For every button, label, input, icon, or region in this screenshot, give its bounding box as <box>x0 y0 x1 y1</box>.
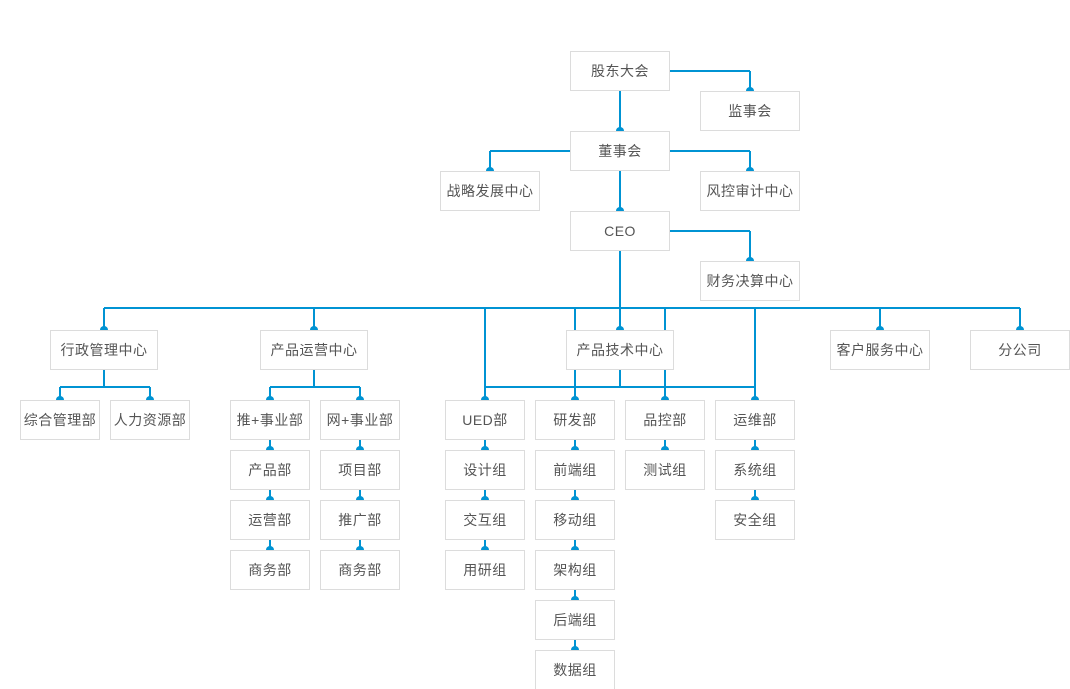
org-node-hr[interactable]: 人力资源部 <box>110 400 190 440</box>
org-node-label-qa: 品控部 <box>643 412 687 428</box>
org-node-label-risk-audit: 风控审计中心 <box>706 183 794 199</box>
org-node-wang-bu[interactable]: 网+事业部 <box>320 400 400 440</box>
org-node-tui-bu[interactable]: 推+事业部 <box>230 400 310 440</box>
org-node-wang-promote[interactable]: 推广部 <box>320 500 400 540</box>
org-node-label-ops-system: 系统组 <box>733 462 777 478</box>
org-node-label-wang-biz: 商务部 <box>338 562 382 578</box>
org-node-strategy[interactable]: 战略发展中心 <box>440 171 540 211</box>
org-node-label-ops-security: 安全组 <box>733 512 777 528</box>
org-node-general-admin[interactable]: 综合管理部 <box>20 400 100 440</box>
org-node-label-tui-biz: 商务部 <box>248 562 292 578</box>
org-node-label-strategy: 战略发展中心 <box>446 183 534 199</box>
org-node-label-wang-promote: 推广部 <box>338 512 382 528</box>
org-node-label-hr: 人力资源部 <box>113 412 187 428</box>
org-node-label-tui-bu: 推+事业部 <box>236 412 304 428</box>
org-node-rd-arch[interactable]: 架构组 <box>535 550 615 590</box>
org-node-label-rd: 研发部 <box>553 412 597 428</box>
org-node-rd[interactable]: 研发部 <box>535 400 615 440</box>
org-node-label-prodops-center: 产品运营中心 <box>270 342 358 358</box>
org-node-label-wang-project: 项目部 <box>338 462 382 478</box>
org-node-ops-system[interactable]: 系统组 <box>715 450 795 490</box>
org-node-rd-backend[interactable]: 后端组 <box>535 600 615 640</box>
org-node-label-ued-research: 用研组 <box>463 562 507 578</box>
org-node-tui-biz[interactable]: 商务部 <box>230 550 310 590</box>
org-node-label-tui-ops: 运营部 <box>248 512 292 528</box>
org-node-label-qa-test: 测试组 <box>643 462 687 478</box>
org-node-risk-audit[interactable]: 风控审计中心 <box>700 171 800 211</box>
org-node-wang-biz[interactable]: 商务部 <box>320 550 400 590</box>
org-node-branch[interactable]: 分公司 <box>970 330 1070 370</box>
org-node-label-rd-arch: 架构组 <box>553 562 597 578</box>
org-node-qa[interactable]: 品控部 <box>625 400 705 440</box>
org-node-label-general-admin: 综合管理部 <box>23 412 97 428</box>
org-node-qa-test[interactable]: 测试组 <box>625 450 705 490</box>
org-node-label-rd-mobile: 移动组 <box>553 512 597 528</box>
org-node-supervisors[interactable]: 监事会 <box>700 91 800 131</box>
org-node-ops-security[interactable]: 安全组 <box>715 500 795 540</box>
org-node-wang-project[interactable]: 项目部 <box>320 450 400 490</box>
org-node-tui-ops[interactable]: 运营部 <box>230 500 310 540</box>
org-node-ops[interactable]: 运维部 <box>715 400 795 440</box>
org-node-board[interactable]: 董事会 <box>570 131 670 171</box>
org-node-shareholders[interactable]: 股东大会 <box>570 51 670 91</box>
org-node-admin-center[interactable]: 行政管理中心 <box>50 330 158 370</box>
org-node-label-shareholders: 股东大会 <box>591 63 649 79</box>
org-node-finance[interactable]: 财务决算中心 <box>700 261 800 301</box>
org-node-label-rd-frontend: 前端组 <box>553 462 597 478</box>
org-node-rd-mobile[interactable]: 移动组 <box>535 500 615 540</box>
org-node-label-board: 董事会 <box>598 143 642 159</box>
org-node-label-ued: UED部 <box>462 412 508 428</box>
org-node-rd-data[interactable]: 数据组 <box>535 650 615 689</box>
org-node-ceo[interactable]: CEO <box>570 211 670 251</box>
org-node-tech-center[interactable]: 产品技术中心 <box>566 330 674 370</box>
org-node-prodops-center[interactable]: 产品运营中心 <box>260 330 368 370</box>
org-node-label-tech-center: 产品技术中心 <box>576 342 664 358</box>
org-node-tui-product[interactable]: 产品部 <box>230 450 310 490</box>
org-node-rd-frontend[interactable]: 前端组 <box>535 450 615 490</box>
org-node-label-customer-center: 客户服务中心 <box>836 342 924 358</box>
org-node-label-ued-design: 设计组 <box>463 462 507 478</box>
org-node-label-supervisors: 监事会 <box>728 103 772 119</box>
org-node-ued-research[interactable]: 用研组 <box>445 550 525 590</box>
org-node-label-ued-interact: 交互组 <box>463 512 507 528</box>
org-node-label-admin-center: 行政管理中心 <box>60 342 148 358</box>
org-node-label-tui-product: 产品部 <box>248 462 292 478</box>
org-node-ued[interactable]: UED部 <box>445 400 525 440</box>
org-node-label-rd-data: 数据组 <box>553 662 597 678</box>
org-node-label-ceo: CEO <box>604 223 636 239</box>
org-node-ued-design[interactable]: 设计组 <box>445 450 525 490</box>
org-node-label-ops: 运维部 <box>733 412 777 428</box>
org-node-label-branch: 分公司 <box>998 342 1042 358</box>
org-node-customer-center[interactable]: 客户服务中心 <box>830 330 930 370</box>
org-node-label-wang-bu: 网+事业部 <box>326 412 394 428</box>
org-node-label-finance: 财务决算中心 <box>706 273 794 289</box>
org-node-ued-interact[interactable]: 交互组 <box>445 500 525 540</box>
org-node-label-rd-backend: 后端组 <box>553 612 597 628</box>
